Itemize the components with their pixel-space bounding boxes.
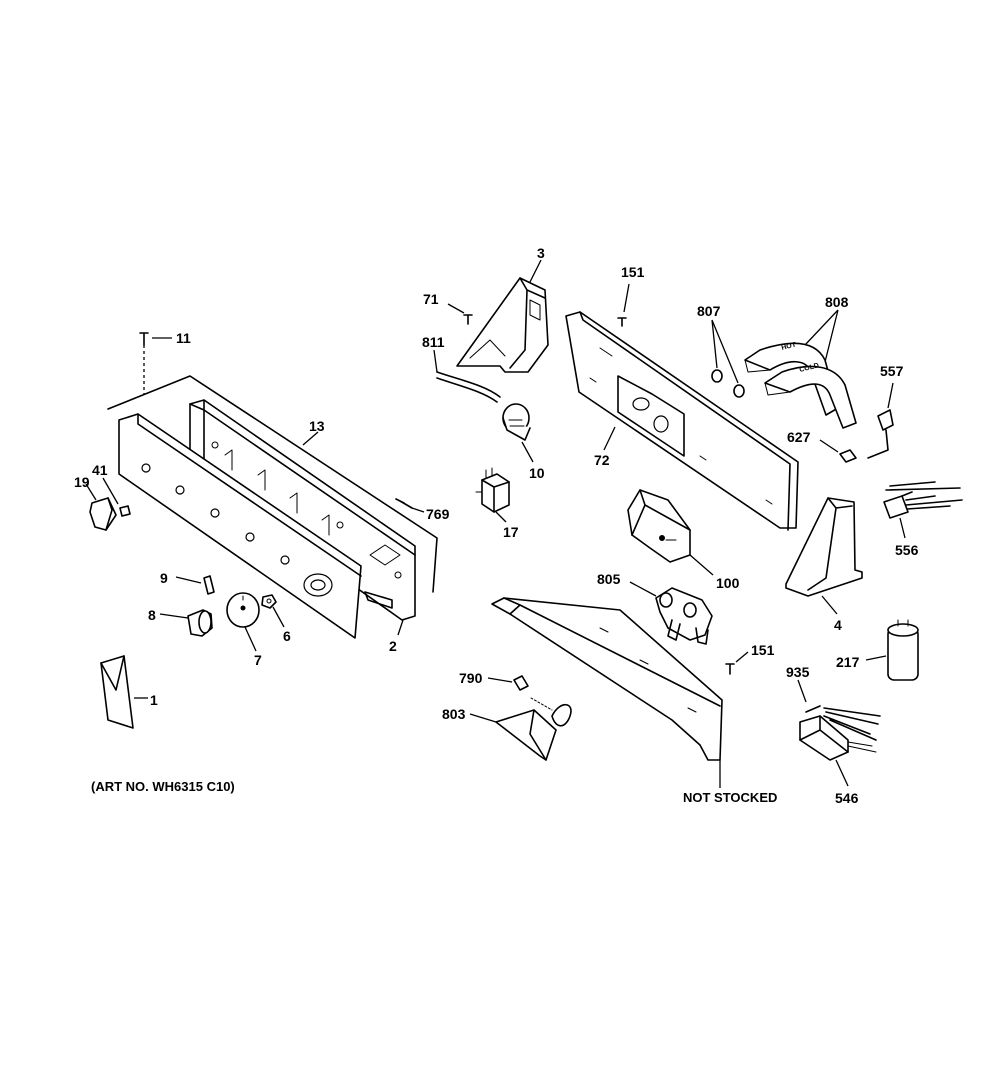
part-7-dial: [226, 592, 260, 652]
part-11-screw: [139, 332, 172, 408]
not-stocked-label: NOT STOCKED: [683, 790, 777, 805]
part-811-hose: [433, 349, 501, 403]
part-557-clip: [867, 382, 894, 459]
hose-label-cold: COLD: [799, 362, 820, 374]
part-19-knob: [85, 483, 117, 531]
callout-546: 546: [835, 790, 859, 806]
part-9-clip: [175, 575, 215, 595]
callout-769: 769: [426, 506, 450, 522]
part-71-screw: [447, 303, 473, 325]
callout-557: 557: [880, 363, 904, 379]
callout-4: 4: [834, 617, 842, 633]
callout-10: 10: [529, 465, 545, 481]
part-151-screw-lower: [725, 651, 749, 675]
callout-217: 217: [836, 654, 860, 670]
callout-627: 627: [787, 429, 811, 445]
part-1-literature: [100, 655, 148, 729]
part-217-capacitor: [865, 619, 919, 681]
part-3-end-cap-left: [456, 259, 549, 373]
part-556-connector: [883, 481, 963, 539]
part-17-switch: [475, 467, 510, 523]
callout-805: 805: [597, 571, 621, 587]
callout-100: 100: [716, 575, 740, 591]
callout-556: 556: [895, 542, 919, 558]
part-803-hose-cover: [469, 697, 572, 761]
part-13-control-panel-front: [118, 413, 362, 639]
callout-790: 790: [459, 670, 483, 686]
callout-811: 811: [422, 334, 445, 350]
callout-17: 17: [503, 524, 519, 540]
part-10-pressure-switch: [502, 403, 534, 463]
part-546-terminal-block: [799, 715, 877, 787]
callout-13: 13: [309, 418, 325, 434]
callout-72: 72: [594, 452, 610, 468]
callout-151-lower: 151: [751, 642, 775, 658]
part-935-wire-harness: [797, 679, 881, 741]
callout-7: 7: [254, 652, 262, 668]
part-151-screw-top: [617, 283, 630, 327]
part-41-spring: [102, 477, 131, 517]
part-4-end-cap-right: [785, 497, 863, 615]
callout-151-top: 151: [621, 264, 645, 280]
callout-11: 11: [176, 330, 191, 346]
callout-807: 807: [697, 303, 721, 319]
part-790-clip: [487, 675, 529, 691]
callout-1: 1: [150, 692, 158, 708]
callout-71: 71: [423, 291, 439, 307]
art-number: (ART NO. WH6315 C10): [91, 779, 235, 794]
part-100-timer: [627, 489, 714, 576]
part-8-timer-knob: [159, 609, 213, 637]
hose-label-hot: HOT: [781, 341, 798, 352]
callout-6: 6: [283, 628, 291, 644]
callout-803: 803: [442, 706, 466, 722]
part-72-backsplash: [565, 311, 799, 531]
part-6-nut: [261, 594, 285, 628]
part-808-fill-hoses: [744, 309, 857, 429]
callout-2: 2: [389, 638, 397, 654]
part-769-screw: [395, 498, 425, 513]
callout-935: 935: [786, 664, 810, 680]
part-627-clip: [819, 439, 857, 463]
callout-8: 8: [148, 607, 156, 623]
callout-3: 3: [537, 245, 545, 261]
not-stocked-bracket: [491, 597, 723, 788]
part-805-water-valve: [629, 581, 713, 645]
callout-41: 41: [92, 462, 108, 478]
callout-19: 19: [74, 474, 90, 490]
part-807-washers: [711, 319, 745, 398]
callout-9: 9: [160, 570, 168, 586]
callout-808: 808: [825, 294, 849, 310]
